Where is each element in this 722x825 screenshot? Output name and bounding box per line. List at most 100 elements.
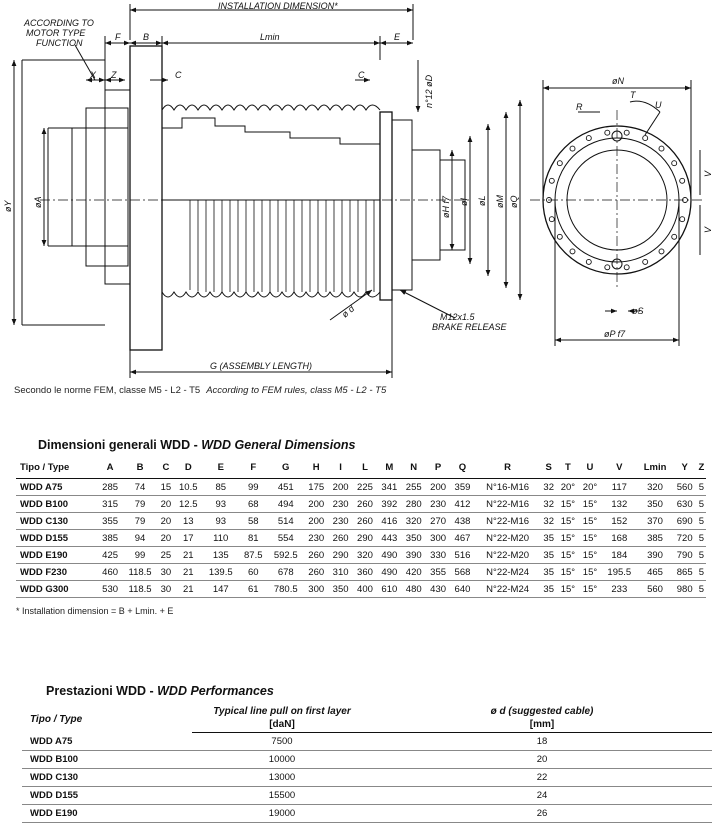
dim-label-t: T — [630, 90, 637, 100]
dims-cell: 5 — [696, 512, 706, 530]
dims-cell: 15° — [556, 580, 579, 598]
dims-cell: 93 — [202, 512, 240, 530]
dims-cell: 780.5 — [267, 580, 305, 598]
dims-cell: 35 — [540, 563, 557, 581]
dims-cell: 79 — [122, 512, 158, 530]
dims-cell: 720 — [672, 529, 697, 547]
dims-col-header: V — [601, 459, 638, 479]
dims-cell: 5 — [696, 495, 706, 513]
dims-cell: 315 — [97, 495, 123, 513]
dims-cell: 152 — [601, 512, 638, 530]
dim-label-f: F — [115, 32, 121, 42]
bolt-hole — [642, 258, 649, 265]
perf-cable-cell: 24 — [372, 786, 712, 805]
dims-cell: 61 — [239, 580, 268, 598]
dims-cell: 980 — [672, 580, 697, 598]
dims-cell: 5 — [696, 546, 706, 564]
dims-cell: 412 — [450, 495, 475, 513]
dims-cell: 87.5 — [239, 546, 268, 564]
dims-cell: N°22-M24 — [474, 580, 541, 598]
dims-cell: 443 — [377, 529, 402, 547]
dims-cell: 15° — [556, 512, 579, 530]
dims-cell: 30 — [157, 563, 175, 581]
dims-cell: 260 — [304, 563, 329, 581]
dim-label-v-top: V — [703, 170, 713, 177]
dim-label-z: Z — [110, 70, 117, 80]
dims-cell: 451 — [267, 478, 305, 496]
dims-cell: 233 — [601, 580, 638, 598]
assembly-length-label: G (ASSEMBLY LENGTH) — [210, 361, 312, 371]
dims-cell: 865 — [672, 563, 697, 581]
dims-cell: 300 — [304, 580, 329, 598]
dims-col-header: U — [578, 459, 602, 479]
dims-cell: 15° — [578, 512, 602, 530]
dims-cell: 514 — [267, 512, 305, 530]
dims-cell: 467 — [450, 529, 475, 547]
dims-col-header: R — [474, 459, 541, 479]
dims-cell: 15° — [578, 580, 602, 598]
dims-cell: 390 — [637, 546, 673, 564]
dim-label-i: øI — [459, 198, 469, 206]
dim-label-y: øY — [3, 200, 13, 212]
dims-cell: 430 — [425, 580, 451, 598]
perf-row-type: WDD C130 — [22, 768, 192, 787]
dim-label-p: øP f7 — [604, 329, 626, 339]
dim-label-c-right: C — [358, 70, 365, 80]
bolt-hole — [546, 197, 552, 203]
bolt-hole — [556, 233, 563, 240]
dims-cell: 17 — [174, 529, 203, 547]
dims-cell: 20° — [578, 478, 602, 496]
dims-cell: 610 — [377, 580, 402, 598]
perf-cable-cell: 22 — [372, 768, 712, 787]
bolt-hole — [658, 248, 665, 255]
dims-col-header: G — [267, 459, 305, 479]
perf-pull-cell: 10000 — [192, 750, 372, 769]
dims-cell: 420 — [401, 563, 426, 581]
dims-cell: 355 — [425, 563, 451, 581]
dims-cell: 68 — [239, 495, 268, 513]
dims-cell: 94 — [122, 529, 158, 547]
perf-cable-unit: [mm] — [372, 717, 712, 733]
dims-cell: 230 — [328, 495, 353, 513]
dims-cell: 5 — [696, 580, 706, 598]
dims-cell: 490 — [377, 563, 402, 581]
dims-cell: 200 — [425, 478, 451, 496]
perf-row-type: WDD B100 — [22, 750, 192, 769]
dims-cell: 93 — [202, 495, 240, 513]
bolt-hole — [569, 145, 576, 152]
dim-label-r: R — [576, 102, 583, 112]
dims-cell: 15 — [157, 478, 175, 496]
dim-label-q: øQ — [509, 196, 519, 209]
dims-cell: 260 — [352, 512, 378, 530]
bolt-hole — [623, 264, 630, 271]
bolt-hole — [623, 129, 630, 136]
dims-col-header: Q — [450, 459, 475, 479]
dims-cell: 118.5 — [122, 580, 158, 598]
dims-cell: 359 — [450, 478, 475, 496]
dims-cell: 690 — [672, 512, 697, 530]
dim-label-h: øH f7 — [441, 195, 451, 218]
dims-cell: 32 — [540, 512, 557, 530]
dims-cell: 416 — [377, 512, 402, 530]
dims-cell: 15° — [556, 546, 579, 564]
perf-pull-cell: 15500 — [192, 786, 372, 805]
dims-cell: 5 — [696, 563, 706, 581]
dims-cell: 592.5 — [267, 546, 305, 564]
brake-label-1: M12x1.5 — [440, 312, 476, 322]
dims-col-header: Y — [672, 459, 697, 479]
dims-row-type: WDD E190 — [16, 546, 98, 564]
bolt-hole — [604, 264, 611, 271]
bolt-hole — [671, 233, 678, 240]
dims-cell: N°22-M20 — [474, 546, 541, 564]
dims-cell: 310 — [328, 563, 353, 581]
bolt-hole — [548, 216, 555, 223]
dims-cell: 320 — [401, 512, 426, 530]
